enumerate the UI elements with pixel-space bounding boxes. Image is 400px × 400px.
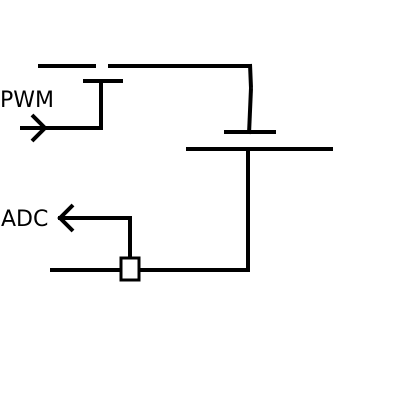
pwm-label: PWM: [0, 88, 54, 113]
adc-label: ADC: [1, 207, 48, 232]
gate-wire-lower: [247, 87, 253, 135]
pwm-arrow-head: [30, 113, 48, 143]
adc-arrow-head: [57, 203, 75, 233]
gate-wire-upper: [248, 63, 253, 89]
shunt-resistor: [119, 256, 141, 282]
